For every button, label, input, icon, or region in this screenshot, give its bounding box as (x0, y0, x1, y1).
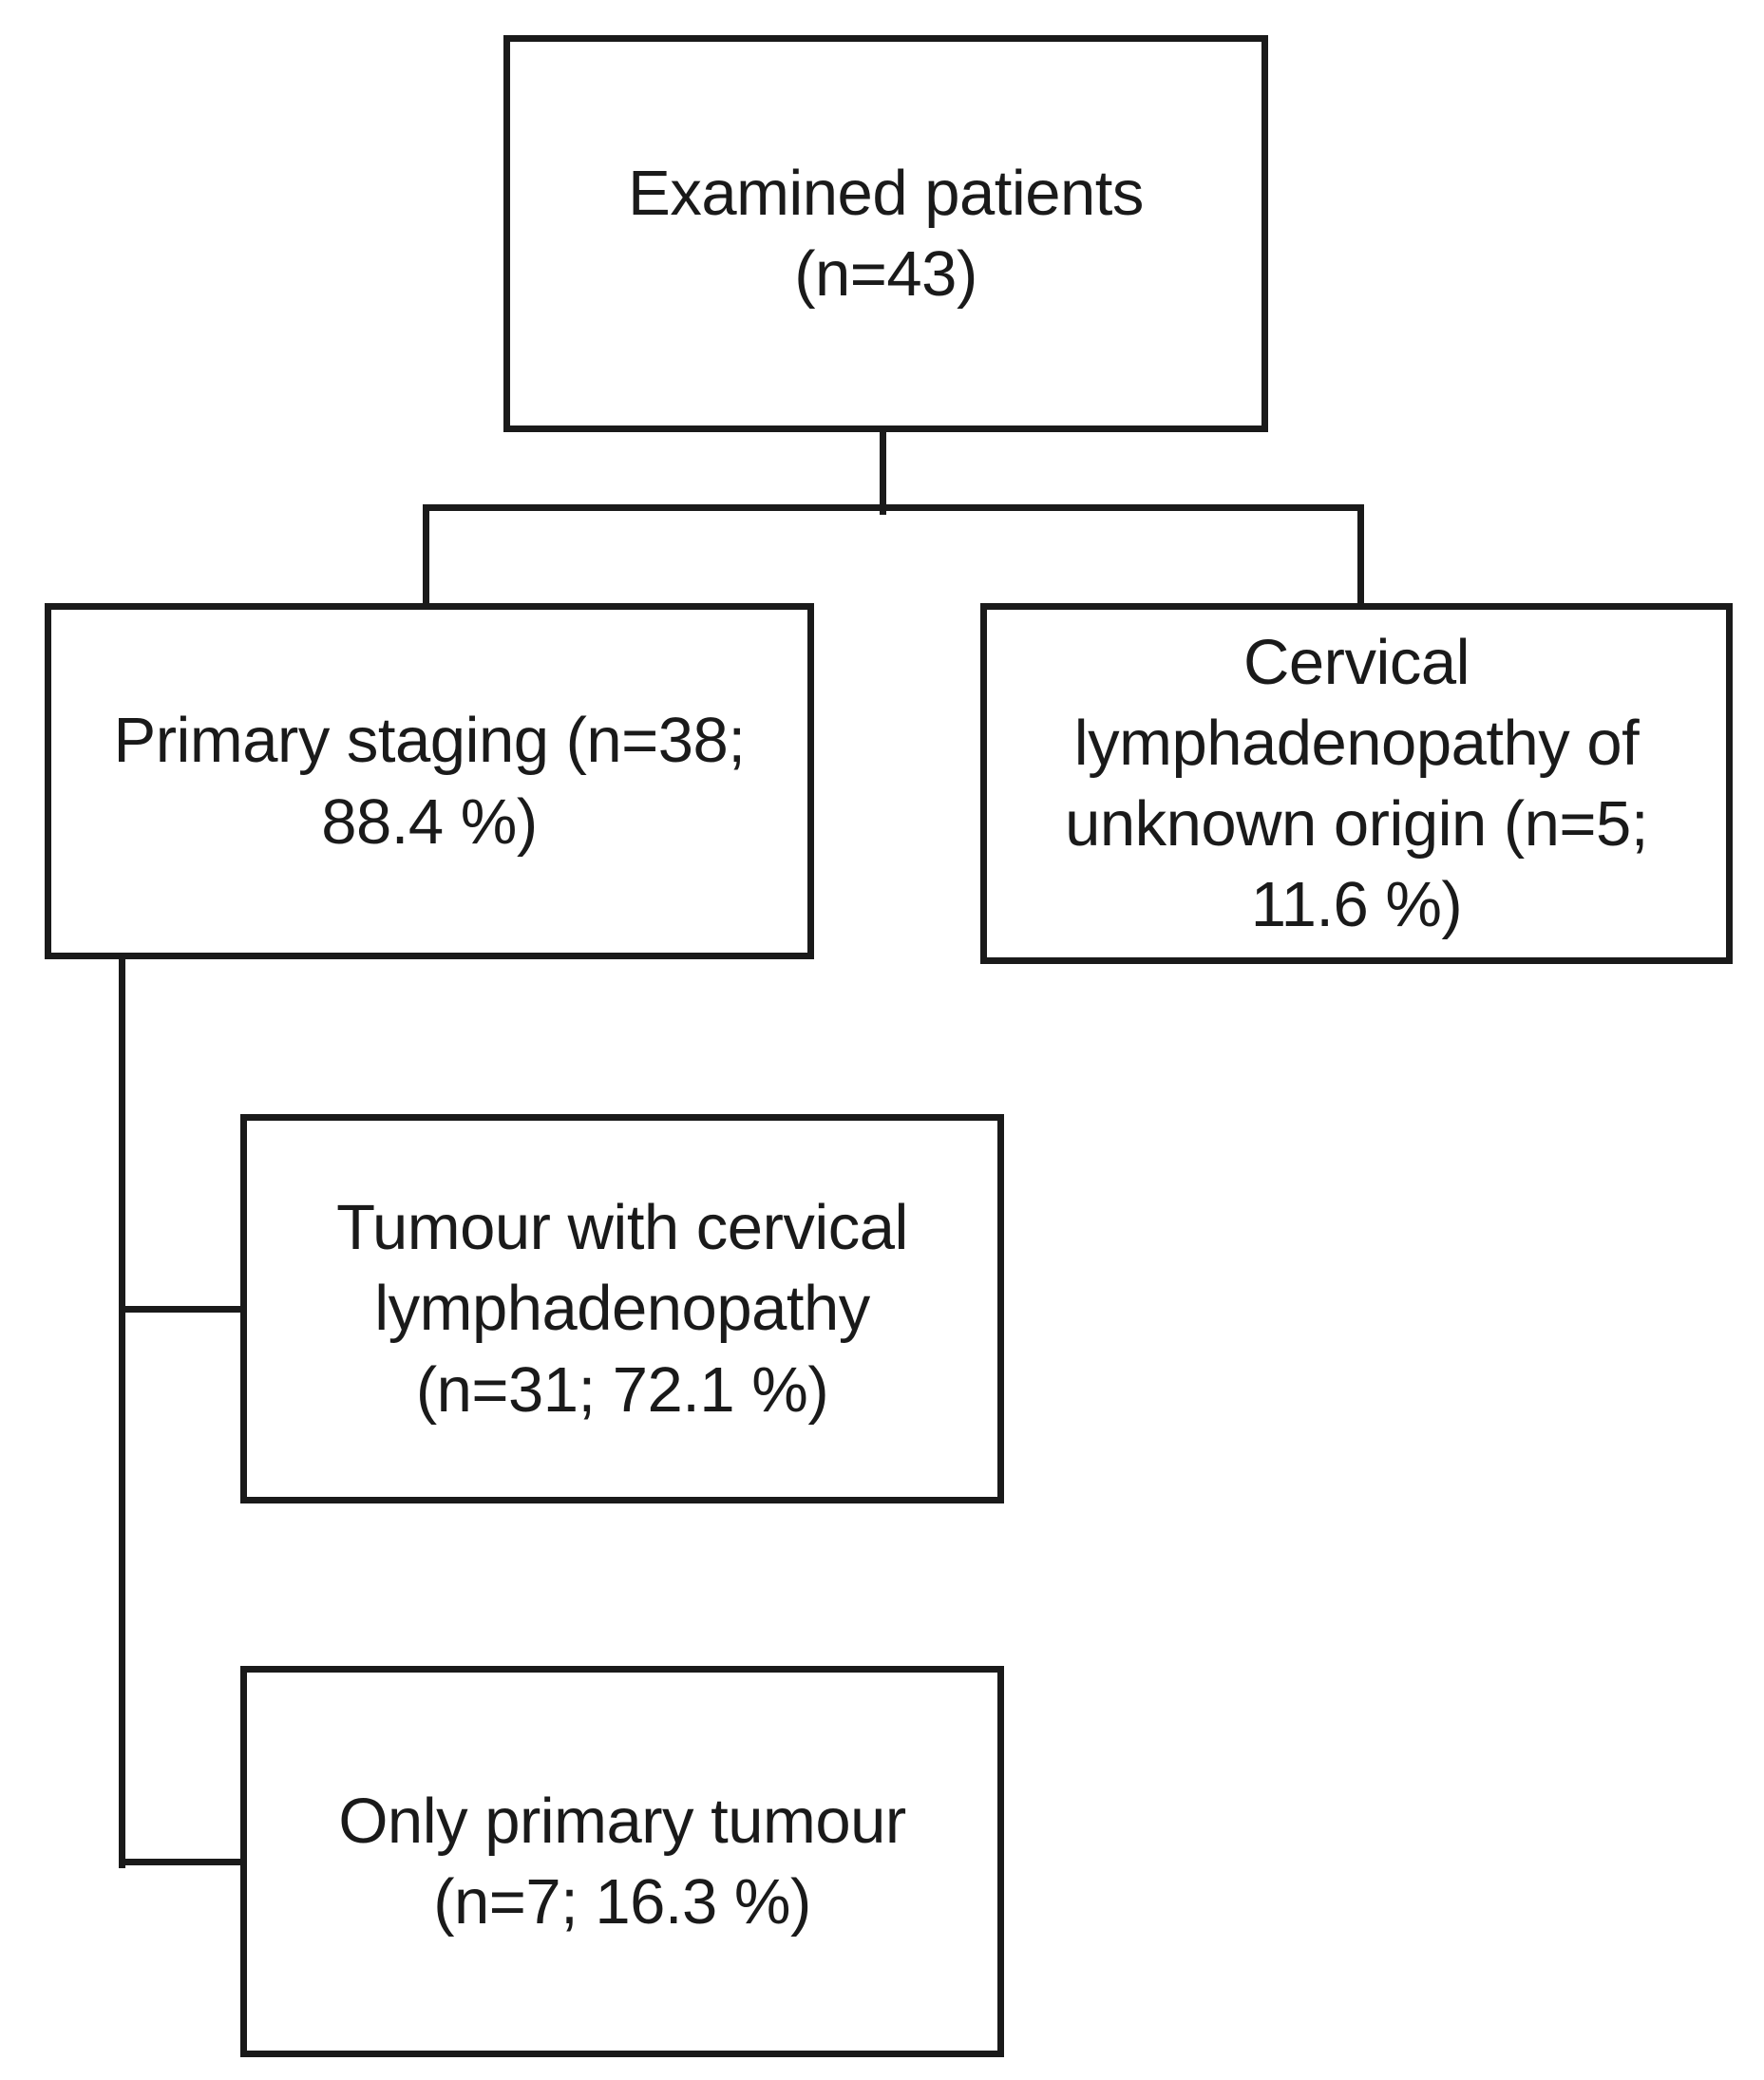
node-tumour-with-cervical-lymphadenopathy-label: Tumour with cervical lymphadenopathy (n=… (336, 1192, 908, 1426)
connector-left-stub (423, 504, 429, 609)
node-examined-patients: Examined patients (n=43) (503, 35, 1268, 432)
connector-top-stem (880, 427, 886, 515)
node-tumour-with-cervical-lymphadenopathy: Tumour with cervical lymphadenopathy (n=… (240, 1114, 1004, 1503)
node-cervical-lymphadenopathy-label: Cervical lymphadenopathy of unknown orig… (1065, 626, 1648, 941)
connector-middle-stub (119, 1306, 247, 1313)
node-cervical-lymphadenopathy-unknown-origin: Cervical lymphadenopathy of unknown orig… (980, 603, 1733, 964)
node-only-primary-tumour: Only primary tumour (n=7; 16.3 %) (240, 1666, 1004, 2057)
connector-bottom-stub (119, 1859, 247, 1865)
connector-branch-horizontal (423, 504, 1364, 511)
node-only-primary-tumour-label: Only primary tumour (n=7; 16.3 %) (338, 1785, 906, 1938)
connector-left-trunk (119, 955, 125, 1868)
connector-right-stub (1357, 504, 1364, 609)
node-primary-staging-label: Primary staging (n=38; 88.4 %) (113, 705, 746, 858)
node-examined-patients-label: Examined patients (n=43) (628, 157, 1144, 310)
node-primary-staging: Primary staging (n=38; 88.4 %) (45, 603, 814, 959)
